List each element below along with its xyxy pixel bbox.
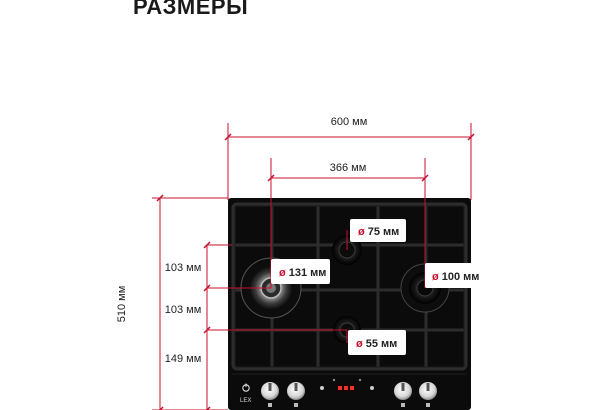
brand-logo: LEX [240,398,251,404]
svg-text:ø75 мм: ø75 мм [358,226,399,238]
width-label: 600 мм [331,116,368,128]
hob: LEX [228,198,471,410]
diameter-icon: ø [356,338,363,350]
diameter-icon: ø [358,226,365,238]
offset-bottom-label: 149 мм [165,353,202,365]
timer-plus-button[interactable] [370,386,374,390]
timer-display [336,384,356,392]
hob-glass [228,198,471,410]
dimension-ticks [156,133,475,410]
depth-label: 510 мм [116,286,128,323]
diameter-icon: ø [279,267,286,279]
svg-text:ø55 мм: ø55 мм [356,338,397,350]
burner-spacing-label: 366 мм [330,162,367,174]
knob-2[interactable] [287,382,305,400]
knob-4[interactable] [419,382,437,400]
power-icon [242,383,250,392]
control-panel: LEX [232,373,467,407]
timer-minus-button[interactable] [320,386,324,390]
knob-3[interactable] [394,382,412,400]
diameter-icon: ø [432,271,439,283]
offset-middle-label: 103 мм [165,304,202,316]
page-title: РАЗМЕРЫ [133,0,249,19]
offset-top-label: 103 мм [165,262,202,274]
knob-1[interactable] [261,382,279,400]
